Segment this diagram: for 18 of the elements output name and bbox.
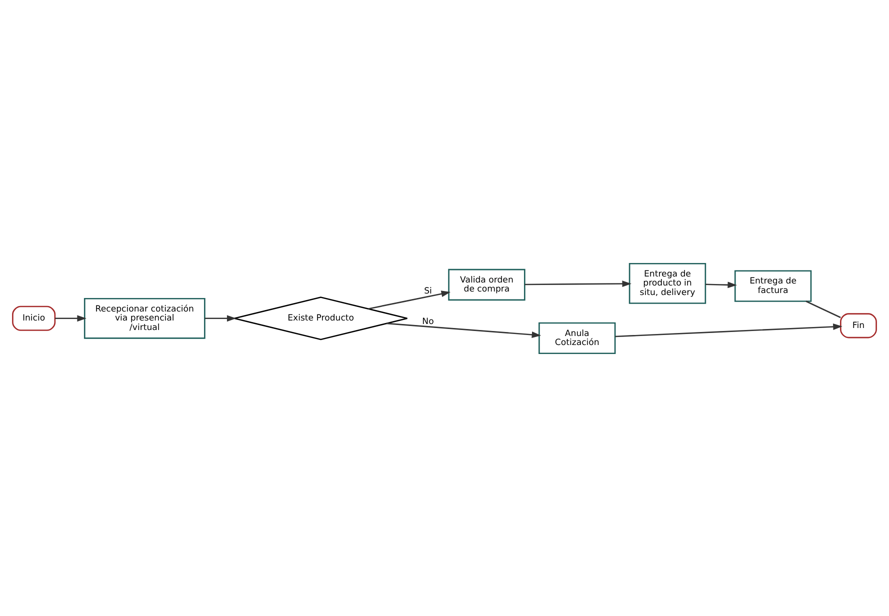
node-diamond: Existe Producto (234, 296, 408, 340)
node-box: Fin (840, 312, 877, 338)
connector (806, 300, 841, 318)
node-box: Valida orden de compra (448, 268, 526, 300)
edge-label: No (422, 316, 434, 326)
node-box: Recepcionar cotización via presencial /virtual (84, 297, 206, 338)
arrow (204, 314, 236, 322)
arrow (615, 323, 842, 337)
arrow (55, 314, 86, 322)
arrow (524, 280, 632, 286)
node-box: Entrega de factura (734, 270, 812, 302)
arrow (368, 290, 451, 309)
edge-label: Si (424, 286, 432, 296)
arrow (705, 281, 737, 288)
arrow (386, 322, 542, 338)
node-box: Inicio (12, 305, 56, 330)
node-box: Anula Cotización (538, 322, 616, 354)
node-box: Entrega de producto in situ, delivery (628, 262, 706, 304)
